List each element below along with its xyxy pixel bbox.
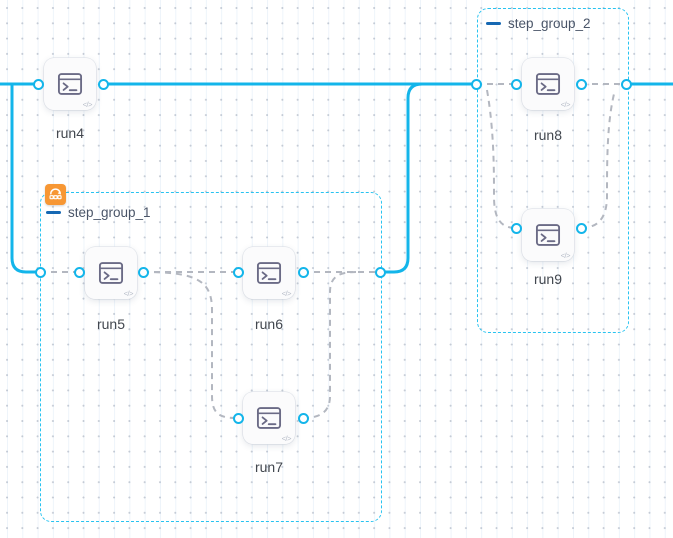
terminal-icon: [256, 262, 282, 284]
port-run5-in[interactable]: [74, 267, 85, 278]
port-group1-in[interactable]: [35, 267, 46, 278]
node-run8[interactable]: </>: [522, 58, 574, 110]
node-run9[interactable]: </>: [522, 209, 574, 261]
loop-badge-icon[interactable]: [45, 184, 66, 205]
code-badge-icon: </>: [123, 288, 134, 298]
node-label-run7: run7: [254, 459, 284, 475]
group-frame-step-group-1[interactable]: [40, 192, 382, 522]
group-frame-step-group-2[interactable]: [477, 8, 629, 333]
terminal-icon: [57, 73, 83, 95]
code-badge-icon: </>: [281, 288, 292, 298]
code-badge-icon: </>: [281, 433, 292, 443]
terminal-icon: [256, 407, 282, 429]
node-label-run6: run6: [254, 316, 284, 332]
group-label-text: step_group_1: [68, 205, 151, 220]
port-run4-in[interactable]: [33, 79, 44, 90]
group-label-step-group-2[interactable]: step_group_2: [486, 16, 591, 31]
port-group2-in[interactable]: [471, 79, 482, 90]
node-label-run9: run9: [533, 271, 563, 287]
node-label-run5: run5: [96, 316, 126, 332]
terminal-icon: [98, 262, 124, 284]
loop-glyph-icon: [49, 188, 62, 200]
node-run6[interactable]: </>: [243, 247, 295, 299]
port-run6-out[interactable]: [298, 267, 309, 278]
node-run4[interactable]: </>: [44, 58, 96, 110]
port-run9-in[interactable]: [511, 223, 522, 234]
node-label-run8: run8: [533, 127, 563, 143]
port-run7-out[interactable]: [298, 413, 309, 424]
port-run8-in[interactable]: [511, 79, 522, 90]
code-badge-icon: </>: [560, 99, 571, 109]
port-run7-in[interactable]: [233, 413, 244, 424]
collapse-dash-icon[interactable]: [486, 22, 501, 25]
port-run8-out[interactable]: [576, 79, 587, 90]
node-run5[interactable]: </>: [85, 247, 137, 299]
code-badge-icon: </>: [560, 250, 571, 260]
terminal-icon: [535, 224, 561, 246]
edge-group1-out-to-trunk: [380, 82, 423, 274]
port-group2-out[interactable]: [621, 79, 632, 90]
group-label-step-group-1[interactable]: step_group_1: [46, 205, 151, 220]
port-run4-out[interactable]: [98, 79, 109, 90]
code-badge-icon: </>: [82, 99, 93, 109]
collapse-dash-icon[interactable]: [46, 211, 61, 214]
group-label-text: step_group_2: [508, 16, 591, 31]
port-group1-out[interactable]: [375, 267, 386, 278]
edge-trunk-to-group1-in: [10, 84, 40, 274]
port-run9-out[interactable]: [576, 223, 587, 234]
terminal-icon: [535, 73, 561, 95]
port-run5-out[interactable]: [138, 267, 149, 278]
node-run7[interactable]: </>: [243, 392, 295, 444]
port-run6-in[interactable]: [233, 267, 244, 278]
node-label-run4: run4: [55, 125, 85, 141]
